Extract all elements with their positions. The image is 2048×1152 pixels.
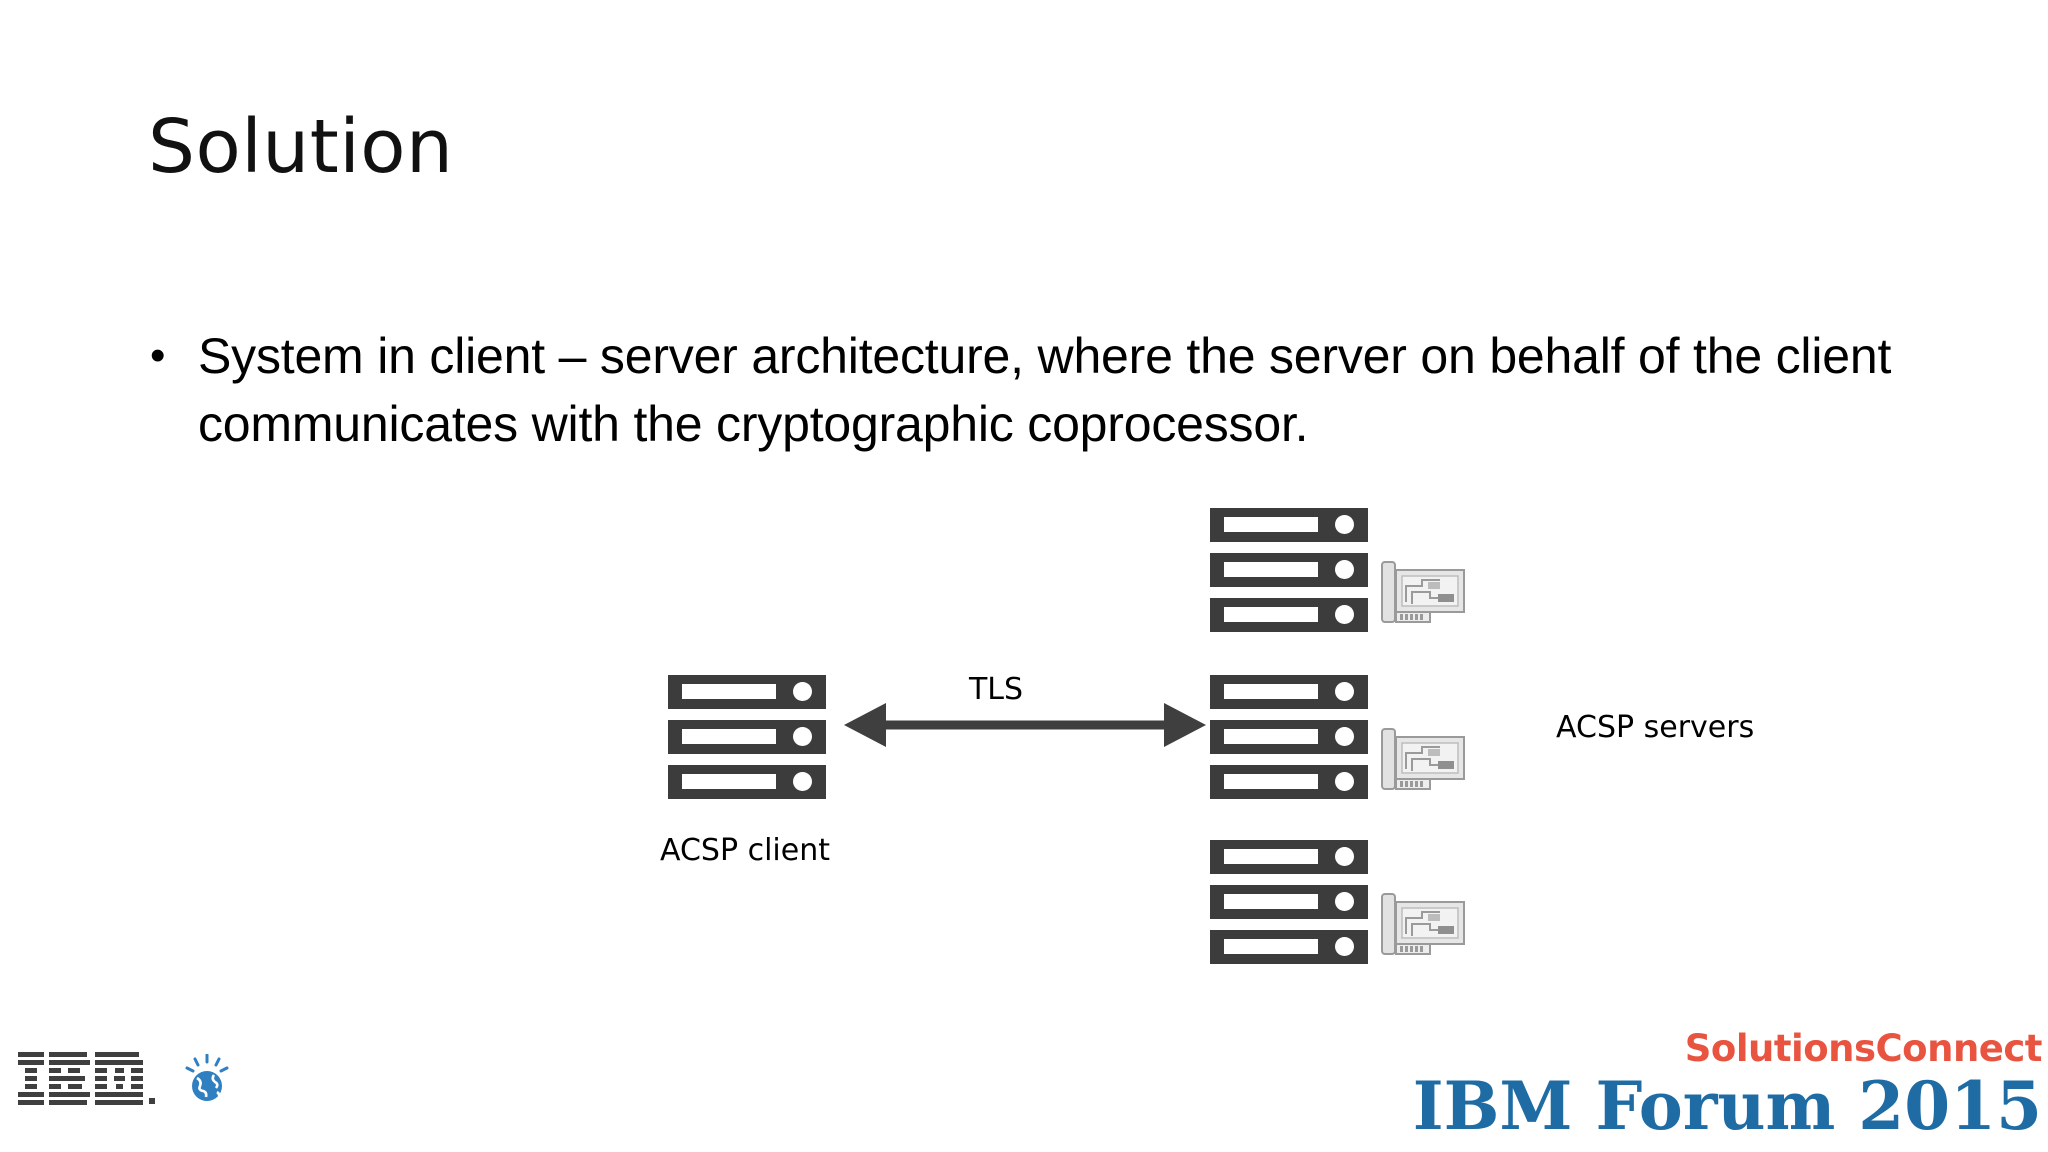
server-slot-icon: [682, 774, 776, 789]
acsp-servers-label: ACSP servers: [1556, 710, 1755, 745]
server-led-icon: [1335, 892, 1354, 911]
slide-title: Solution: [148, 104, 454, 190]
server-unit: [1210, 840, 1368, 874]
server-unit: [1210, 930, 1368, 964]
server-led-icon: [1335, 937, 1354, 956]
server-led-icon: [793, 772, 812, 791]
server-unit: [1210, 885, 1368, 919]
crypto-card-icon: [1381, 893, 1465, 955]
server-unit: [1210, 720, 1368, 754]
server-led-icon: [1335, 847, 1354, 866]
server-unit: [668, 675, 826, 709]
acsp-client-label: ACSP client: [659, 833, 831, 868]
acsp-server-stack-icon[interactable]: [1210, 508, 1368, 632]
bullet-item: • System in client – server architecture…: [150, 322, 1940, 458]
server-unit: [668, 765, 826, 799]
ibm-forum-logo: SolutionsConnect IBM Forum 2015: [1412, 1027, 2043, 1145]
acsp-client-server-stack-icon[interactable]: [668, 675, 826, 799]
ibm-forum-2015-text: IBM Forum 2015: [1412, 1067, 2042, 1145]
tls-label: TLS: [968, 672, 1024, 707]
server-led-icon: [1335, 560, 1354, 579]
server-slot-icon: [1224, 894, 1318, 909]
server-slot-icon: [1224, 607, 1318, 622]
tls-double-arrow-icon: [844, 703, 1206, 747]
bullet-marker-icon: •: [150, 331, 166, 380]
server-slot-icon: [1224, 939, 1318, 954]
server-unit: [1210, 508, 1368, 542]
crypto-card-icon: [1381, 728, 1465, 790]
acsp-server-stack-icon[interactable]: [1210, 840, 1368, 964]
server-slot-icon: [1224, 774, 1318, 789]
server-slot-icon: [1224, 684, 1318, 699]
server-led-icon: [1335, 515, 1354, 534]
ibm-logo: [18, 1050, 230, 1108]
server-slot-icon: [1224, 729, 1318, 744]
server-unit: [668, 720, 826, 754]
server-slot-icon: [1224, 562, 1318, 577]
server-led-icon: [1335, 605, 1354, 624]
crypto-card-icon: [1381, 561, 1465, 623]
server-slot-icon: [1224, 517, 1318, 532]
solutions-connect-text: SolutionsConnect: [1684, 1027, 2043, 1070]
server-led-icon: [793, 682, 812, 701]
server-led-icon: [1335, 682, 1354, 701]
slide-body: • System in client – server architecture…: [150, 322, 1940, 458]
server-slot-icon: [682, 684, 776, 699]
server-unit: [1210, 553, 1368, 587]
server-unit: [1210, 765, 1368, 799]
bullet-text: System in client – server architecture, …: [198, 328, 1892, 452]
ibm-smarter-planet-globe-icon: [185, 1054, 229, 1101]
acsp-server-stack-icon[interactable]: [1210, 675, 1368, 799]
server-slot-icon: [682, 729, 776, 744]
server-led-icon: [1335, 772, 1354, 791]
server-unit: [1210, 675, 1368, 709]
ibm-wordmark-icon: [18, 1052, 155, 1105]
server-led-icon: [1335, 727, 1354, 746]
server-unit: [1210, 598, 1368, 632]
server-slot-icon: [1224, 849, 1318, 864]
server-led-icon: [793, 727, 812, 746]
